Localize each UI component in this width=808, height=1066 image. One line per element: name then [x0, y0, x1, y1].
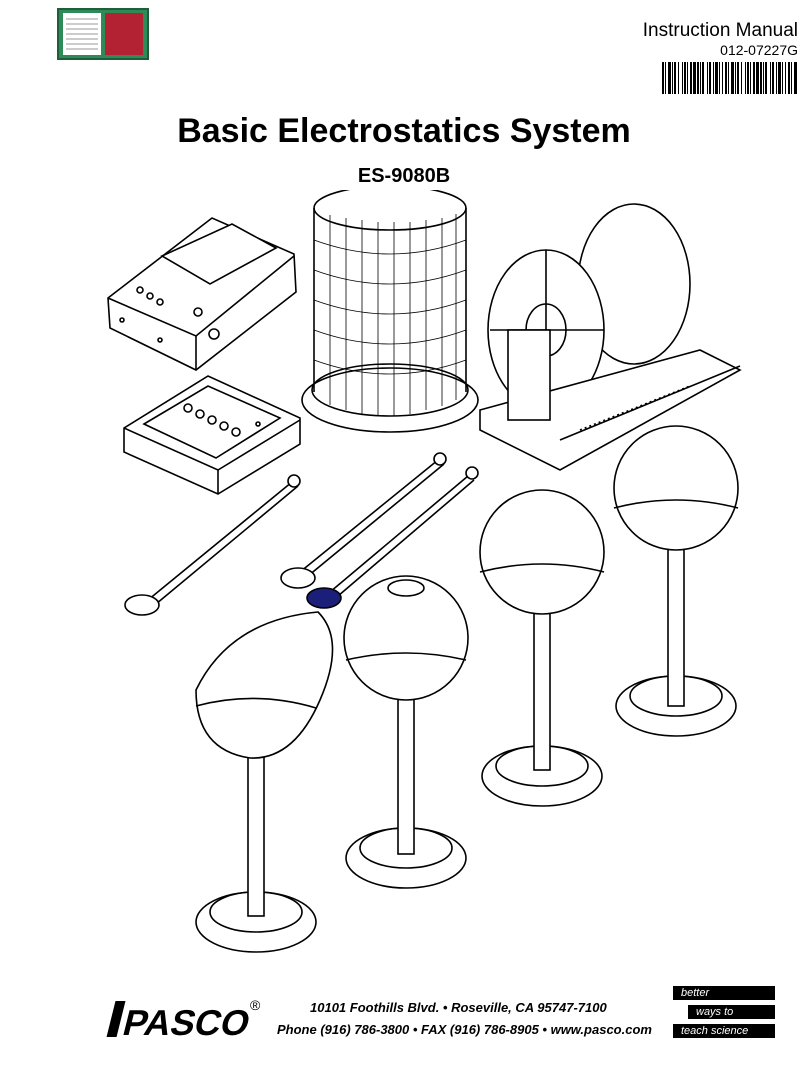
- charge-producer-icon: [123, 375, 301, 495]
- proof-plane-icon: [280, 452, 447, 589]
- company-address: 10101 Foothills Blvd. • Roseville, CA 95…: [310, 1000, 607, 1015]
- sphere-stand-icon: [479, 489, 605, 807]
- tagline-line-1: better: [673, 986, 775, 1000]
- svg-text:PASCO: PASCO: [119, 1003, 254, 1043]
- tagline-line-2: ways to: [688, 1005, 775, 1019]
- barcode-icon: [662, 62, 797, 94]
- sphere-stand-icon: [195, 611, 334, 953]
- pasco-logo: PASCO: [106, 1001, 254, 1043]
- contact-info: Phone (916) 786-3800 • FAX (916) 786-890…: [277, 1022, 652, 1037]
- model-number: ES-9080B: [357, 165, 451, 187]
- document-code: 012-07227G: [720, 42, 798, 58]
- faraday-pail-icon: [301, 190, 479, 433]
- sphere-stand-icon: [613, 425, 739, 737]
- proof-plane-icon: [124, 474, 301, 616]
- proof-plane-icon: [306, 466, 479, 609]
- tagline-line-3: teach science: [673, 1024, 775, 1038]
- page-title: Basic Electrostatics System: [177, 112, 631, 150]
- document-type: Instruction Manual: [642, 20, 798, 41]
- disk-apparatus-icon: [479, 203, 742, 471]
- product-illustration: [107, 190, 742, 953]
- electrometer-icon: [107, 217, 297, 371]
- registered-mark: ®: [250, 997, 261, 1013]
- book-icon: [57, 8, 149, 60]
- sphere-stand-icon: [343, 575, 469, 889]
